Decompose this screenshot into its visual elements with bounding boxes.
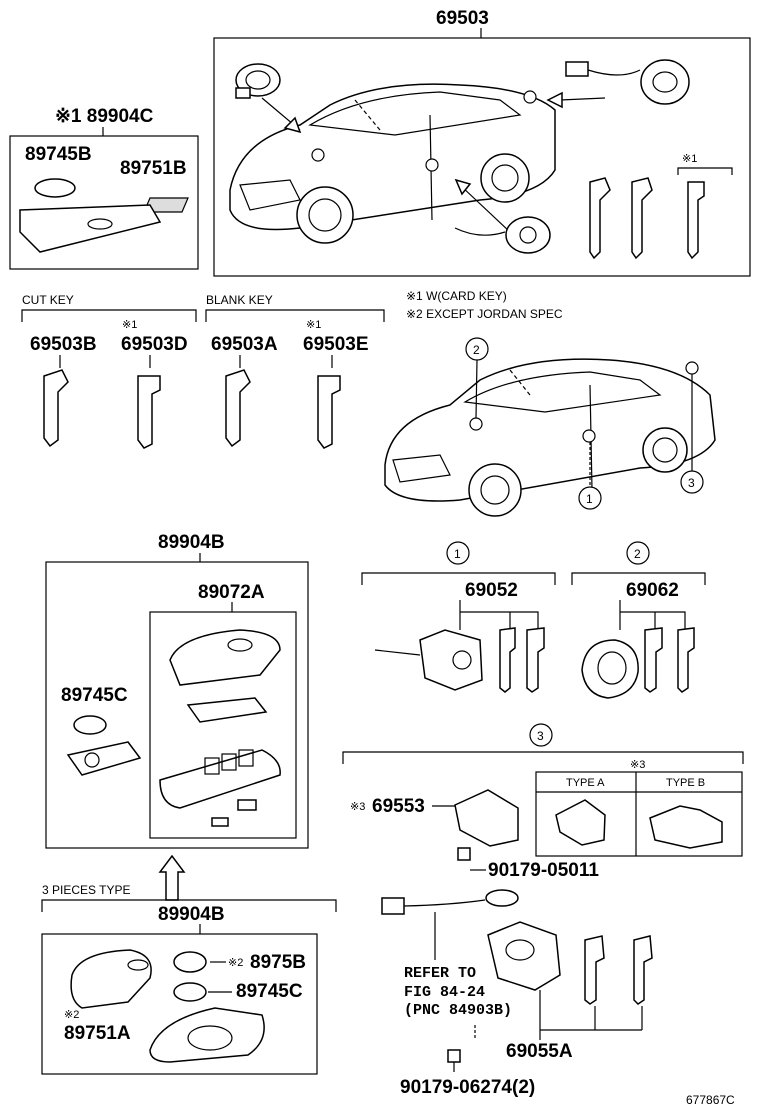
key-69503e[interactable]: 69503E [303,334,369,355]
set-callout-2[interactable]: 2 [634,547,641,561]
transmitter-3pc-icon [70,949,265,1063]
set-callout-3[interactable]: 3 [537,729,544,743]
card-label-number[interactable]: 89751B [120,158,187,179]
ignition-cylinder-icon [235,63,281,99]
transmitter-case-icon [159,629,281,827]
transmitter-sub-icon [173,951,207,973]
mark3-label: ※3 [630,759,645,771]
blank-key-e-icon [317,375,341,449]
blank-key-title: BLANK KEY [206,293,273,307]
locator-callout-2[interactable]: 2 [473,343,480,357]
car-illustration-locator [384,358,716,517]
trunk-lock-icon [565,59,690,105]
type-table [535,771,743,857]
cover-prefix: ※3 [350,801,365,813]
kit2-box [41,933,318,1075]
door-lock-assy-icon [374,627,545,693]
cut-key-title: CUT KEY [22,293,74,307]
cylinder-number[interactable]: 69055A [506,1041,573,1062]
label2-prefix: ※2 [64,1009,79,1021]
key-69503a[interactable]: 69503A [211,334,278,355]
battery-icon-3 [173,982,207,1002]
card-battery-number[interactable]: 89745B [25,144,92,165]
up-arrow-icon [158,854,186,901]
screw1-number[interactable]: 90179-05011 [488,860,599,881]
refer-line3: (PNC 84903B) [404,1002,512,1019]
main-assy-number[interactable]: 69503 [436,8,489,29]
card-key-icon [19,204,162,253]
transmitter-case-number[interactable]: 89072A [198,582,265,603]
type-a-header: TYPE A [566,777,605,789]
transmitter-sub-number[interactable]: 8975B [250,952,306,973]
transmitter-kit-number[interactable]: 89904B [158,532,225,553]
refer-line2: FIG 84-24 [404,984,485,1001]
key-69503b[interactable]: 69503B [30,334,97,355]
card-kit-number[interactable]: ※1 89904C [55,106,154,127]
transmitter-board-icon [66,741,142,776]
cover-type-a-icon [555,799,606,846]
type-b-header: TYPE B [666,777,705,789]
cut-key-b-icon [43,369,69,448]
key-69503d[interactable]: 69503D [121,334,188,355]
key-icons-main [589,177,705,260]
note-jordan: ※2 EXCEPT JORDAN SPEC [406,307,563,321]
trunk-lock-number[interactable]: 69062 [626,580,679,601]
battery-icon-2 [73,715,107,735]
blank-key-a-icon [225,369,251,448]
trunk-lock-assy-icon [581,627,695,699]
car-illustration-top [229,83,556,244]
note-card-key: ※1 W(CARD KEY) [406,289,507,303]
locator-callout-1[interactable]: 1 [586,492,593,506]
card-kit-box [9,135,199,270]
main-assy-box [213,37,751,277]
card-key-mark-top: ※1 [682,153,697,165]
cut-key-d-icon [137,375,161,449]
three-pieces-title: 3 PIECES TYPE [42,883,130,897]
transmitter-case-box [149,611,297,839]
refer-line1: REFER TO [404,965,476,982]
screw-icon-1 [457,847,471,861]
battery-icon [34,178,76,198]
set-callout-1[interactable]: 1 [454,547,461,561]
mark-e: ※1 [306,319,321,331]
door-lock-icon [454,216,551,254]
figure-number: 677867C [686,1093,735,1107]
cover-number[interactable]: 69553 [372,796,425,817]
locator-callout-3[interactable]: 3 [688,476,695,490]
cover-type-b-icon [649,805,723,849]
screw2-number[interactable]: 90179-06274(2) [400,1077,535,1098]
mark2-prefix: ※2 [228,957,243,969]
ignition-cylinder-assy-icon [381,889,653,1005]
label2-number[interactable]: 89751A [64,1023,131,1044]
screw-icon-2 [447,1049,461,1063]
kit2-number[interactable]: 89904B [158,904,225,925]
transmitter-kit-box [45,561,309,849]
mark-d: ※1 [122,319,137,331]
battery2-number[interactable]: 89745C [236,981,303,1002]
transmitter-battery-number[interactable]: 89745C [61,685,128,706]
cylinder-cover-icon [454,789,519,847]
door-lock-number[interactable]: 69052 [465,580,518,601]
